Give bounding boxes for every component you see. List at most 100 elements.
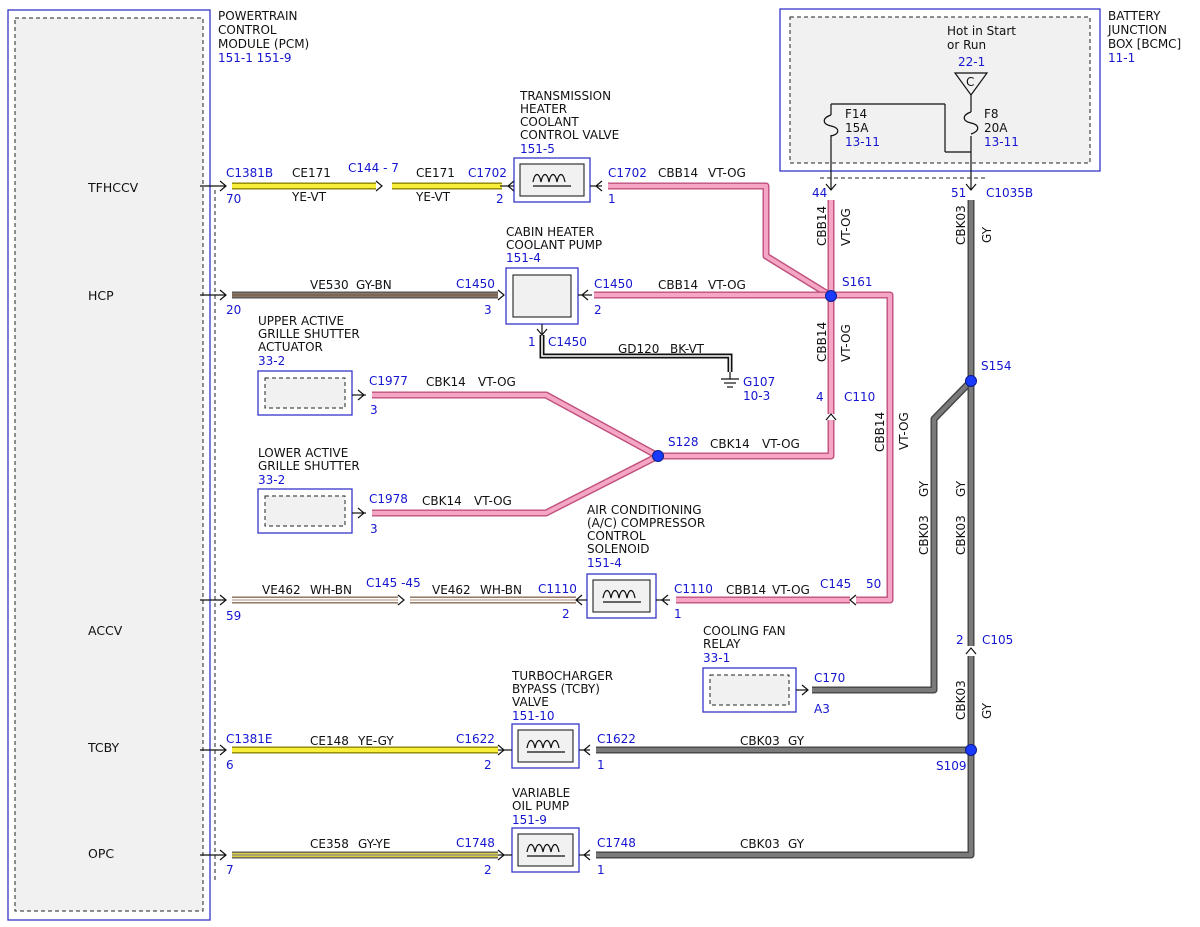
wire-cbk03-1748-color: GY xyxy=(788,837,805,851)
wire-cbb14-1702-circuit: CBB14 xyxy=(658,166,698,180)
wire-cbk03-diag-color: GY xyxy=(917,480,931,497)
wire-cbk14-1977[interactable] xyxy=(372,391,660,460)
vop-component[interactable] xyxy=(511,827,580,873)
conn-pin50: 50 xyxy=(866,577,881,591)
wire-ce171-b-color: YE-VT xyxy=(415,190,451,204)
splice-s154[interactable] xyxy=(965,375,977,387)
splice-s128[interactable] xyxy=(652,450,664,462)
conn-pin59: 59 xyxy=(226,609,241,623)
wire-cbk03-1622-color: GY xyxy=(788,734,805,748)
pcm-pin-stubs xyxy=(200,185,226,856)
pcm-title-3: MODULE (PCM) xyxy=(218,37,309,51)
uags-title-2: GRILLE SHUTTER xyxy=(258,327,360,341)
pcm-module[interactable] xyxy=(7,9,216,921)
conn-c145: C145 xyxy=(820,577,851,591)
wire-cbb14-1450-color: VT-OG xyxy=(708,278,746,292)
chcp-component[interactable] xyxy=(505,267,579,325)
accs-title-2: (A/C) COMPRESSOR xyxy=(587,516,705,530)
wire-ce171-b-circuit: CE171 xyxy=(416,166,455,180)
fuse-f8-rating: 20A xyxy=(984,121,1008,135)
pcm-pin-opc: OPC xyxy=(88,846,114,861)
fuse-f8-ref: 13-11 xyxy=(984,135,1019,149)
conn-pin1-1702: 1 xyxy=(608,192,616,206)
wire-cbb14-1450[interactable] xyxy=(594,291,894,604)
vop-ref: 151-9 xyxy=(512,813,547,827)
wire-cbk14-1978-color: VT-OG xyxy=(474,494,512,508)
conn-c1110-left: C1110 xyxy=(538,582,577,596)
wire-cbk03-mid-color: GY xyxy=(954,480,968,497)
conn-c1622-left: C1622 xyxy=(456,732,495,746)
bjb-ref: 11-1 xyxy=(1108,51,1135,65)
conn-pin4-110: 4 xyxy=(816,390,824,404)
splice-s109[interactable] xyxy=(965,744,977,756)
conn-c1748-right: C1748 xyxy=(597,836,636,850)
conn-pin1-1450: 1 xyxy=(528,335,536,349)
bjb-title-3: BOX [BCMC] xyxy=(1108,37,1181,51)
conn-pin2-1622: 2 xyxy=(484,758,492,772)
splice-s154-label: S154 xyxy=(981,359,1012,373)
wire-cbb14-up-color: VT-OG xyxy=(839,208,853,246)
tcby-title-3: VALVE xyxy=(512,695,549,709)
bjb-outline xyxy=(779,8,1101,172)
uags-title-1: UPPER ACTIVE xyxy=(258,314,344,328)
cfr-title-1: COOLING FAN xyxy=(703,624,786,638)
conn-c1035b: C1035B xyxy=(986,186,1033,200)
wire-cbk14-128-circuit: CBK14 xyxy=(710,437,750,451)
uags-title-3: ACTUATOR xyxy=(258,340,323,354)
wire-cbk14-1977-circuit: CBK14 xyxy=(426,375,466,389)
conn-c145-45: C145 -45 xyxy=(366,576,421,590)
lags-title-1: LOWER ACTIVE xyxy=(258,446,348,460)
ground-g107-icon xyxy=(721,372,739,388)
wire-cbb14-1702[interactable] xyxy=(608,182,833,299)
wire-cbb14-up-circuit: CBB14 xyxy=(815,206,829,246)
wire-ve462-a-color: WH-BN xyxy=(310,583,352,597)
battery-junction-box[interactable] xyxy=(779,8,1101,172)
thccv-title-3: COOLANT xyxy=(520,115,579,129)
wire-cbk03-1748[interactable] xyxy=(596,750,975,859)
conn-c144: C144 - 7 xyxy=(348,161,399,175)
wire-ve462-a-circuit: VE462 xyxy=(262,583,301,597)
bjb-inner xyxy=(789,16,1091,164)
wire-ve530-color: GY-BN xyxy=(356,278,392,292)
conn-pin1-1622: 1 xyxy=(597,758,605,772)
wire-cbk03-diag[interactable] xyxy=(812,378,974,694)
wire-cbb14-1110-circuit: CBB14 xyxy=(726,583,766,597)
wire-cbk14-1978[interactable] xyxy=(372,452,660,517)
conn-c1450-left: C1450 xyxy=(456,277,495,291)
wire-gd120[interactable] xyxy=(539,335,733,372)
wire-cbb14-mid-circuit: CBB14 xyxy=(815,322,829,362)
fuse-f8-name: F8 xyxy=(984,107,999,121)
thccv-component[interactable] xyxy=(513,157,591,203)
wire-cbb14-mid-color: VT-OG xyxy=(839,324,853,362)
wire-ce148-circuit: CE148 xyxy=(310,734,349,748)
lags-component[interactable] xyxy=(257,488,353,534)
thccv-ref: 151-5 xyxy=(520,142,555,156)
chcp-ref: 151-4 xyxy=(506,251,541,265)
wire-ce171-a-color: YE-VT xyxy=(291,190,327,204)
thccv-title-4: CONTROL VALVE xyxy=(520,128,619,142)
fuse-f14-ref: 13-11 xyxy=(845,135,880,149)
ground-g107-label: G107 xyxy=(743,375,775,389)
tcby-component[interactable] xyxy=(511,723,580,769)
conn-pin70: 70 xyxy=(226,192,241,206)
accs-title-4: SOLENOID xyxy=(587,542,650,556)
ground-g107-ref: 10-3 xyxy=(743,389,770,403)
accs-title-1: AIR CONDITIONING xyxy=(587,503,702,517)
fuse-f14-icon xyxy=(823,114,839,137)
splice-s161[interactable] xyxy=(825,290,837,302)
conn-c1748-left: C1748 xyxy=(456,836,495,850)
wire-ce358-color: GY-YE xyxy=(358,837,390,851)
accs-component[interactable] xyxy=(586,573,657,619)
pcm-title-1: POWERTRAIN xyxy=(218,9,298,23)
pcm-title-2: CONTROL xyxy=(218,23,277,37)
vop-title-1: VARIABLE xyxy=(512,786,570,800)
wire-cbk03-1748-circuit: CBK03 xyxy=(740,837,780,851)
wire-gd120-circuit: GD120 xyxy=(618,342,659,356)
pcm-inner xyxy=(14,17,204,912)
cfr-component[interactable] xyxy=(702,667,797,713)
connector-arrows xyxy=(219,180,977,861)
vop-title-2: OIL PUMP xyxy=(512,799,569,813)
uags-component[interactable] xyxy=(257,370,353,416)
wire-cbk14-128[interactable] xyxy=(658,420,835,460)
conn-pin2-1110: 2 xyxy=(562,607,570,621)
